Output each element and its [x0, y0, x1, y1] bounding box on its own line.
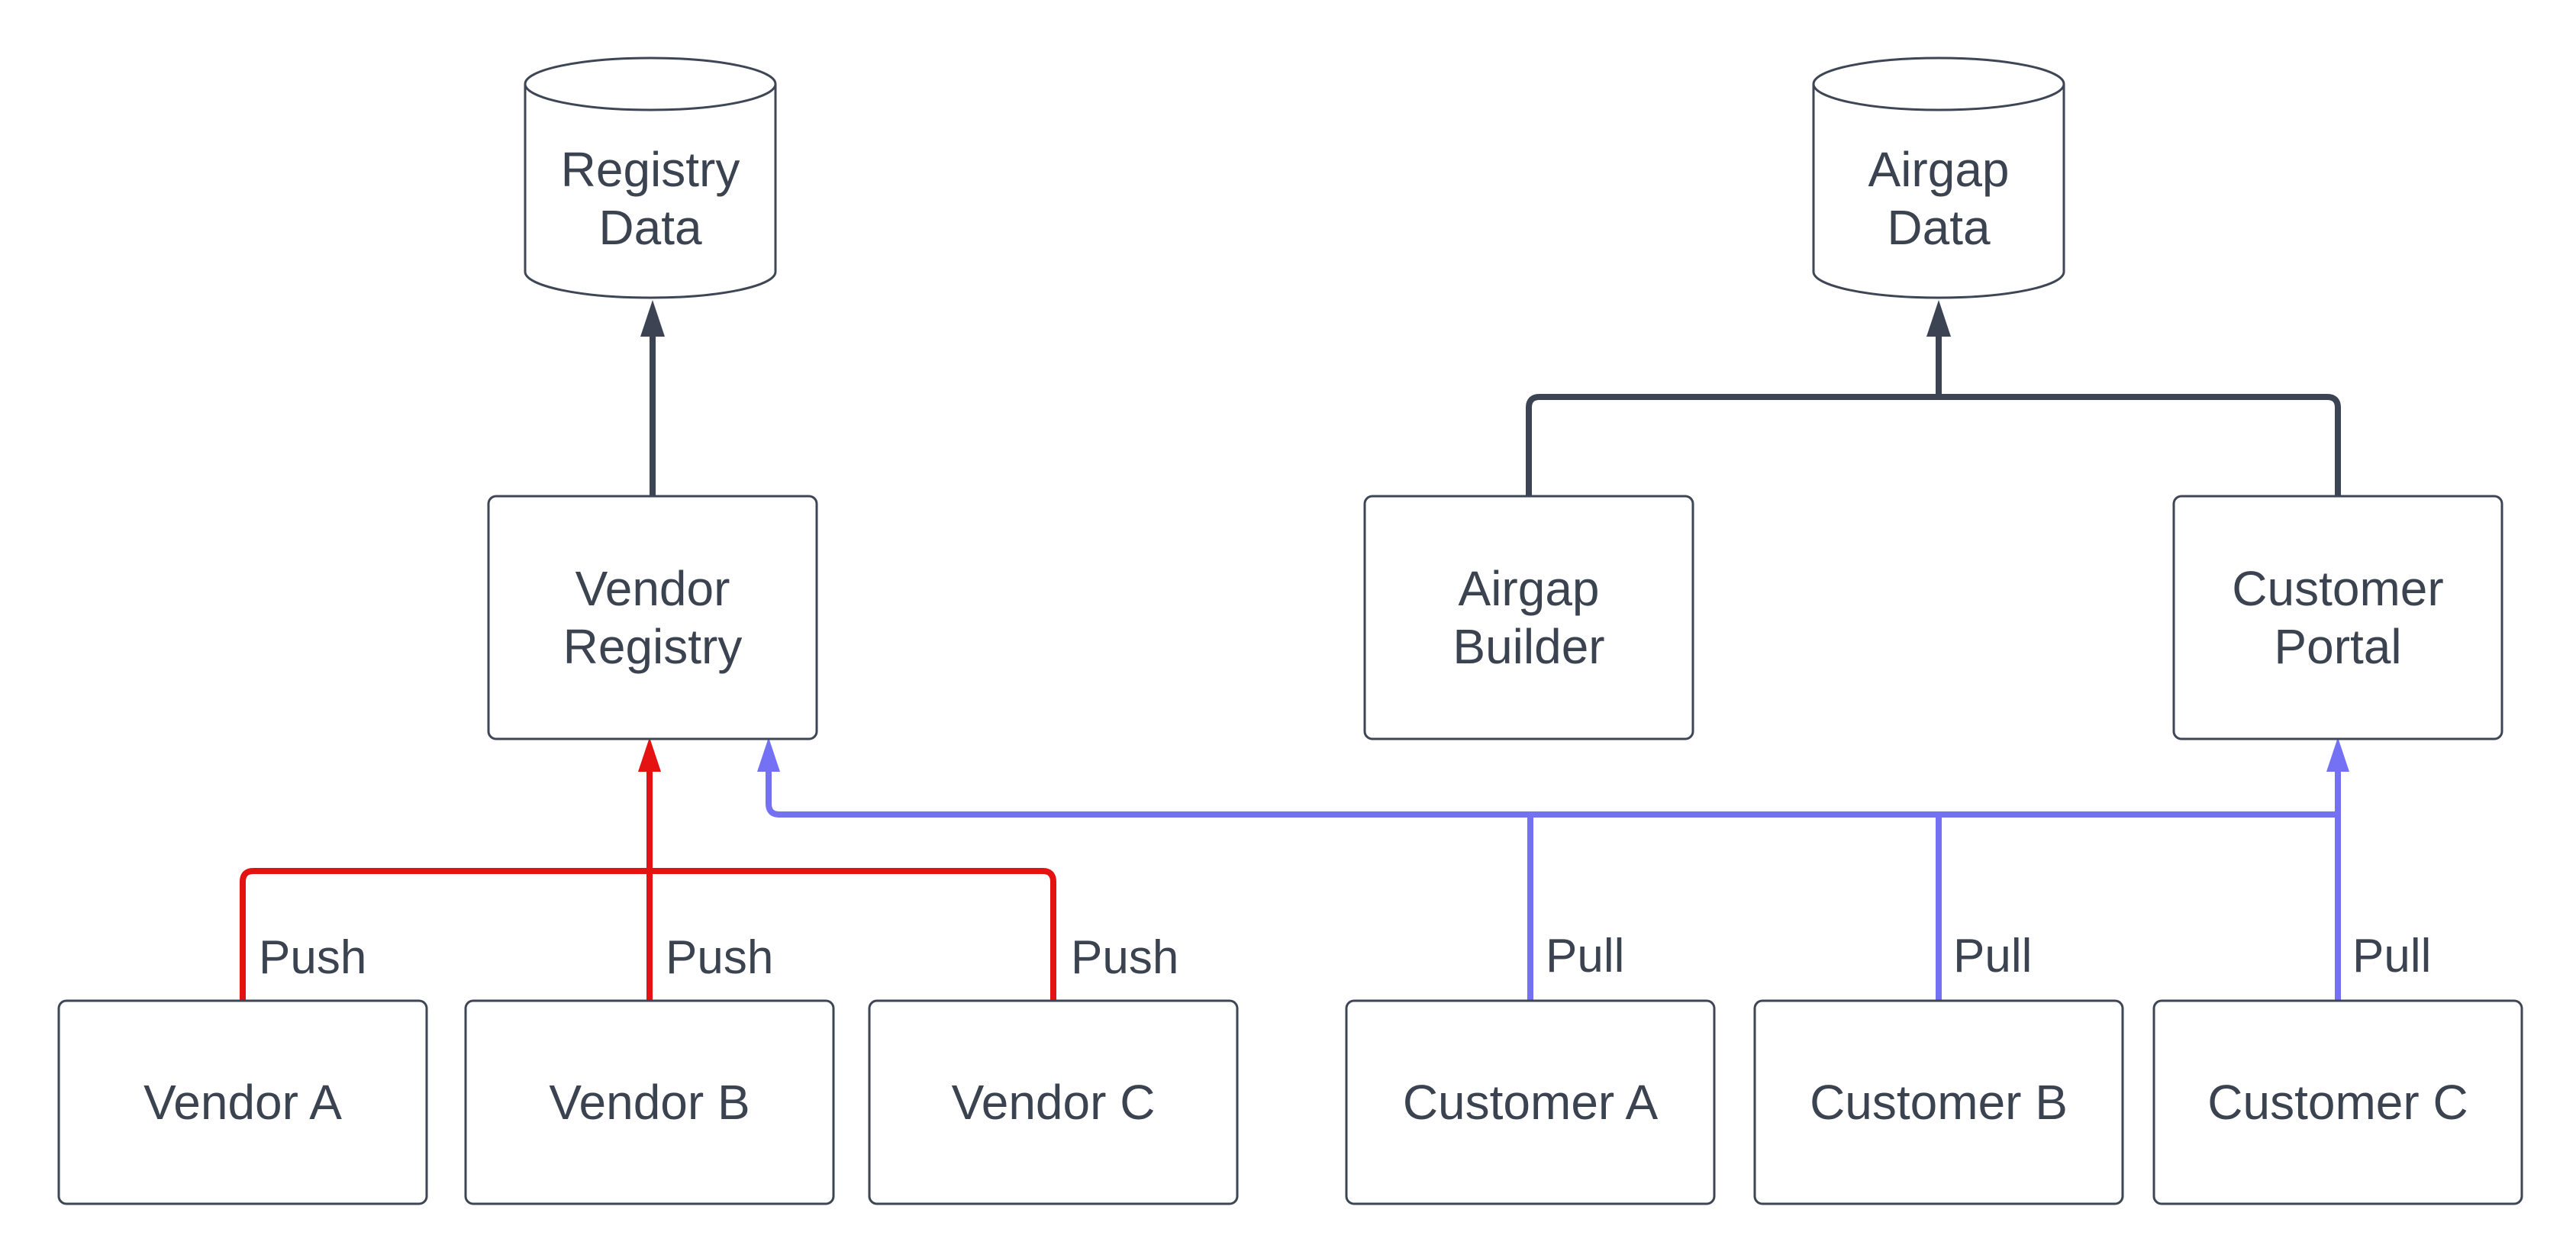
edge-line	[1526, 394, 2341, 496]
vendor-a-box-shape	[57, 999, 428, 1205]
vendor-c-box-shape	[868, 999, 1239, 1205]
edge-builder-and-portal-to-airgap-data	[1526, 300, 2341, 496]
customer-b-box-shape	[1753, 999, 2124, 1205]
arrowhead-up-icon	[757, 737, 780, 772]
edge-vendors-push-bus	[240, 737, 1056, 1001]
arrowhead-up-icon	[640, 300, 665, 337]
airgap-builder-box-shape	[1363, 495, 1694, 740]
edge-vendor-registry-to-registry-data	[640, 300, 665, 496]
cylinder-top	[1812, 56, 2065, 111]
airgap-data-cylinder-shape	[1812, 56, 2065, 299]
edge-line	[766, 769, 2338, 818]
arrowhead-up-icon	[2326, 737, 2349, 772]
registry-data-cylinder-shape	[524, 56, 777, 299]
cylinder-top	[524, 56, 777, 111]
customer-c-box-shape	[2152, 999, 2523, 1205]
process-box-shapes	[57, 495, 2523, 1205]
customer-a-box-shape	[1345, 999, 1716, 1205]
vendor-b-box-shape	[464, 999, 835, 1205]
vendor-registry-box-shape	[487, 495, 818, 740]
cylinder-body	[524, 84, 777, 299]
customer-portal-box-shape	[2172, 495, 2503, 740]
edge-customers-pull-bus	[757, 737, 2349, 1001]
cylinder-body	[1812, 84, 2065, 299]
arrowhead-up-icon	[638, 737, 661, 772]
arrowhead-up-icon	[1926, 300, 1951, 337]
